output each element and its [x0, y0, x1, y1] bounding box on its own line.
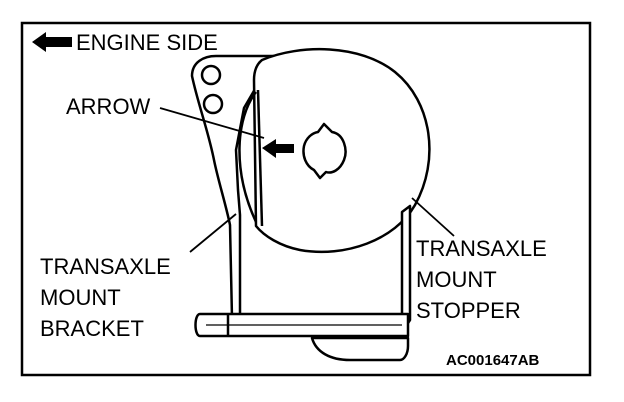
stopper-label-line-1: TRANSAXLE	[416, 236, 547, 261]
transaxle-mount-stopper	[238, 48, 431, 254]
leader-lines	[159, 107, 455, 253]
figure-code: AC001647AB	[446, 352, 540, 369]
bracket-label-line-3: BRACKET	[40, 316, 144, 341]
stopper-label-line-3: STOPPER	[416, 298, 521, 323]
stopper-label-line-2: MOUNT	[416, 267, 497, 292]
engine-side-arrow-icon	[32, 32, 72, 52]
arrow-label: ARROW	[66, 94, 151, 119]
bracket-label-line-2: MOUNT	[40, 285, 121, 310]
bracket-label-line-1: TRANSAXLE	[40, 254, 171, 279]
engine-side-label: ENGINE SIDE	[76, 30, 218, 55]
transaxle-mount-bracket	[190, 54, 280, 320]
base-plate	[194, 312, 410, 338]
arrow-marker-icon	[262, 139, 294, 158]
